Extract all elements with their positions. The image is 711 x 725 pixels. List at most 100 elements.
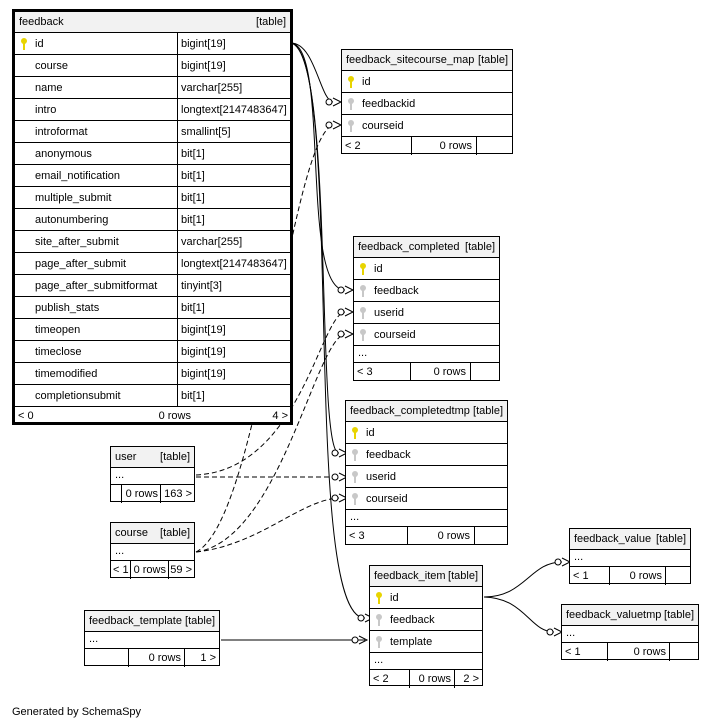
footer-parents: < 3 [349,530,365,542]
table-header: feedback_completed [table] [354,237,499,258]
ellipsis-row: ... [562,626,698,643]
footer-parents: < 2 [373,673,389,685]
table-user[interactable]: user [table] ... 0 rows 163 > [110,446,195,503]
table-header: feedback [table] [15,12,290,33]
table-header: feedback_completedtmp [table] [346,401,507,422]
table-feedback-item[interactable]: feedback_item [table] id feedback templa… [369,565,483,688]
column-type: varchar[255] [181,82,243,94]
ellipsis-row: ... [570,550,690,567]
generated-by-credit: Generated by SchemaSpy [12,706,142,718]
table-feedback-template[interactable]: feedback_template [table] ... 0 rows 1 > [84,610,220,667]
column-name: page_after_submitformat [35,280,158,292]
ellipsis-row: ... [370,653,482,670]
footer-rows: 0 rows [439,140,472,152]
table-feedback-value[interactable]: feedback_value [table] ... < 1 0 rows [569,528,691,585]
footer-rows: 0 rows [418,673,451,685]
footer-rows: 0 rows [433,366,466,378]
column-name: page_after_submit [35,258,127,270]
column-type: bigint[19] [181,346,226,358]
column-name: id [374,263,383,275]
table-name: user [115,451,137,463]
table-name: feedback_template [89,615,182,627]
table-footer: 0 rows 1 > [85,649,219,667]
table-header: user [table] [111,447,194,468]
table-footer: < 3 0 rows [354,363,499,381]
table-name: feedback_sitecourse_map [346,54,475,66]
footer-rows: 0 rows [148,652,181,664]
column-name: feedbackid [362,98,416,110]
column-row: id [354,258,499,280]
column-row: feedback [370,609,482,631]
column-row: userid [346,466,507,488]
table-feedback-completedtmp[interactable]: feedback_completedtmp [table] id feedbac… [345,400,508,545]
pk-key-icon [21,38,27,50]
table-header: feedback_sitecourse_map [table] [342,50,512,71]
edge-course-completed [195,333,346,553]
type-cell-divider [177,231,178,252]
column-type: bit[1] [181,302,205,314]
column-name: timemodified [35,368,98,380]
column-name: id [366,427,375,439]
fk-key-icon [360,285,366,297]
column-row: courseid [354,324,499,346]
table-tag: [table] [465,241,495,253]
column-row-timeclose: timeclose bigint[19] [15,341,290,363]
edge-feedback-item [290,42,366,619]
table-tag: [table] [473,405,503,417]
column-name: id [390,592,399,604]
column-type: bit[1] [181,192,205,204]
table-header: feedback_item [table] [370,566,482,587]
column-type: varchar[255] [181,236,243,248]
type-cell-divider [177,297,178,318]
type-cell-divider [177,253,178,274]
type-cell-divider [177,77,178,98]
table-name: feedback [19,16,64,28]
table-feedback-sitecourse-map[interactable]: feedback_sitecourse_map [table] id feedb… [341,49,513,155]
table-header: feedback_valuetmp [table] [562,605,698,626]
column-name: course [35,60,69,72]
footer-parents: < 1 [113,564,129,576]
column-name: timeclose [35,346,82,358]
type-cell-divider [177,121,178,142]
edge-item-valuetmp [483,596,555,633]
column-name: multiple_submit [35,192,112,204]
footer-children: 59 > [170,564,192,576]
footer-parents: < 0 [18,410,34,422]
table-feedback-completed[interactable]: feedback_completed [table] id feedback u… [353,236,500,381]
column-name: site_after_submit [35,236,119,248]
column-row-multiple_submit: multiple_submit bit[1] [15,187,290,209]
column-row: id [342,71,512,93]
table-name: feedback_value [574,533,652,545]
footer-parents: < 3 [357,366,373,378]
edge-course-completedtmp [195,497,340,553]
column-row: id [346,422,507,444]
column-name: userid [366,471,396,483]
fk-key-icon [376,614,382,626]
column-name: courseid [366,493,408,505]
table-footer: < 1 0 rows 59 > [111,561,194,579]
edge-feedback-completedtmp [290,42,340,454]
pk-key-icon [348,76,354,88]
table-tag: [table] [478,54,508,66]
type-cell-divider [177,209,178,230]
table-feedback-valuetmp[interactable]: feedback_valuetmp [table] ... < 1 0 rows [561,604,699,661]
type-cell-divider [177,341,178,362]
table-footer: < 1 0 rows [562,643,698,661]
fk-key-icon [348,120,354,132]
ellipsis-row: ... [111,468,194,485]
footer-rows: 0 rows [133,564,166,576]
column-name: feedback [366,449,411,461]
column-row: template [370,631,482,653]
fk-key-icon [360,329,366,341]
table-course[interactable]: course [table] ... < 1 0 rows 59 > [110,522,195,579]
column-type: bit[1] [181,390,205,402]
